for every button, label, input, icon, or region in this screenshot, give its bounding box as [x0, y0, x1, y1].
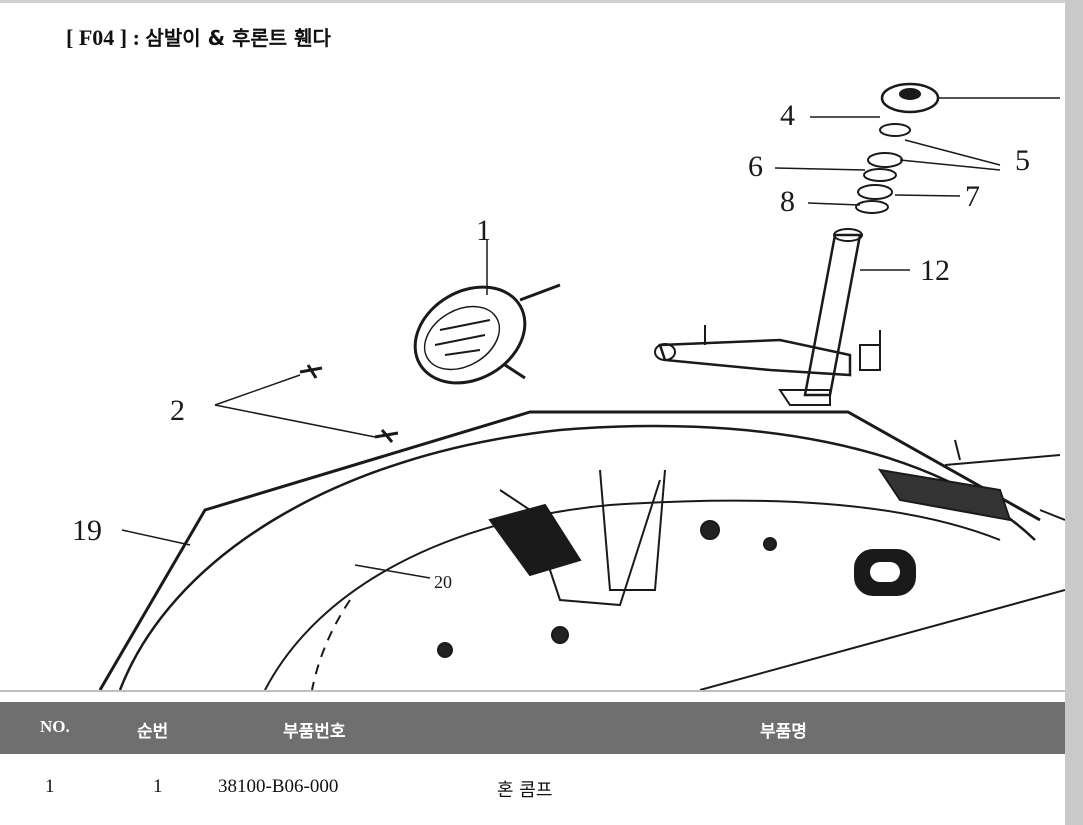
callout-6: 6: [748, 150, 763, 183]
diagram-divider: [0, 690, 1065, 692]
callout-8: 8: [780, 185, 795, 218]
header-part-name: 부품명: [760, 722, 807, 742]
callout-5: 5: [1015, 144, 1030, 177]
scrollbar[interactable]: [1065, 0, 1083, 825]
callout-12: 12: [920, 254, 950, 287]
header-part-no: 부품번호: [283, 722, 346, 742]
callout-20: 20: [434, 572, 452, 592]
cell-part-name: 혼 콤프: [497, 780, 553, 801]
cell-part-no: 38100-B06-000: [218, 776, 339, 797]
header-no: NO.: [40, 717, 70, 736]
cell-seq: 1: [153, 776, 163, 797]
callout-1: 1: [476, 214, 491, 247]
section-name: 삼발이 & 후론트 휀다: [145, 26, 331, 50]
cell-no: 1: [45, 776, 55, 797]
exploded-parts-diagram: 1 2 4 5 6 7 8 12 19 20: [0, 60, 1065, 690]
callout-2: 2: [170, 394, 185, 427]
table-row[interactable]: 1 1 38100-B06-000 혼 콤프: [0, 766, 1065, 806]
callout-4: 4: [780, 99, 795, 132]
callout-19: 19: [72, 514, 102, 547]
section-code: [ F04 ] :: [66, 25, 146, 50]
header-seq: 순번: [137, 722, 169, 742]
parts-table-header: NO. 순번 부품번호 부품명: [0, 702, 1065, 754]
callout-7: 7: [965, 180, 980, 213]
page-title: [ F04 ] : 삼발이 & 후론트 휀다: [66, 22, 331, 51]
top-divider: [0, 0, 1083, 3]
